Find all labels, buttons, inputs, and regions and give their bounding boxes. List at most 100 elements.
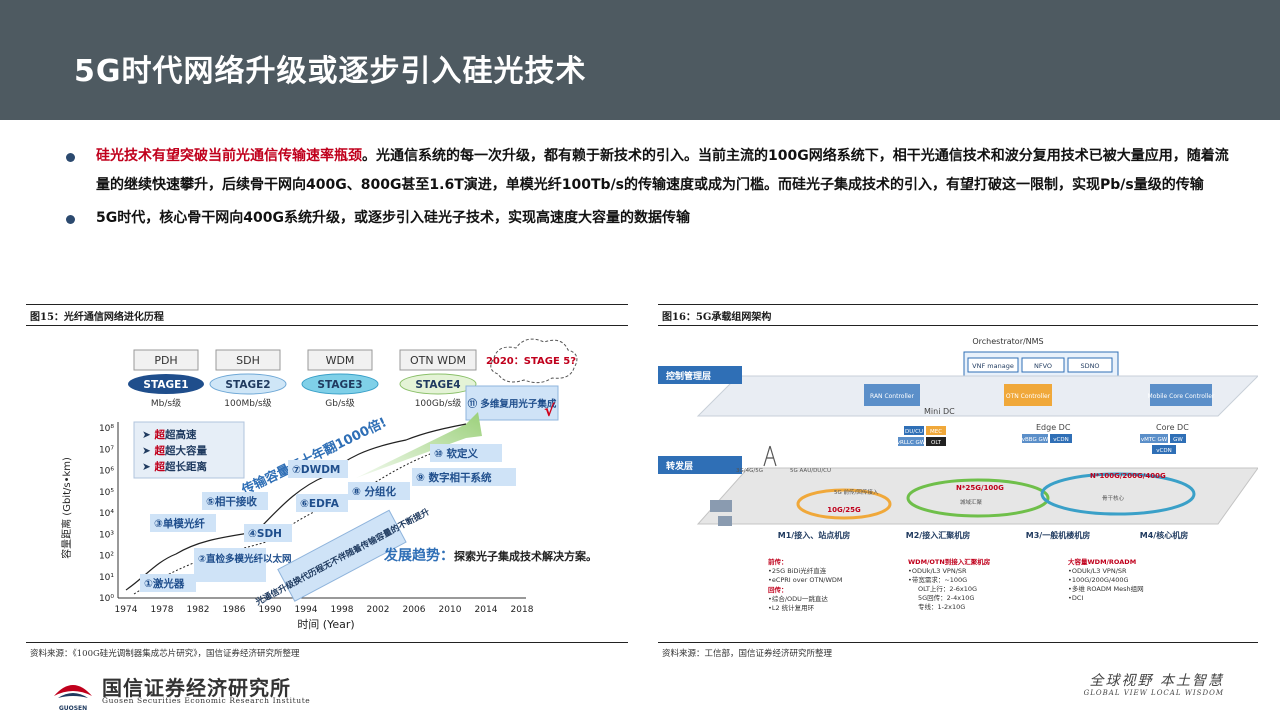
trend-title: 发展趋势： <box>383 547 454 564</box>
bullet-text: 5G时代，核心骨干网向400G系统升级，或逐步引入硅光子技术，实现高速度大容量的… <box>96 210 690 226</box>
device-icon <box>718 516 732 526</box>
stage-ellipse <box>399 373 477 395</box>
slogan-en: GLOBAL VIEW LOCAL WISDOM <box>1083 689 1224 697</box>
caption-rule <box>26 304 628 305</box>
node-label: M4/核心机房 <box>1140 530 1188 540</box>
note-line: •ODUk/L3 VPN/SR <box>908 567 967 575</box>
figure-caption: 图16：5G承载组网架构 <box>662 312 772 323</box>
evolution-diagram: PDH SDH WDM OTN WDM STAGE1 STAGE2 STAGE3… <box>60 338 597 631</box>
controller-label: Mobile Core Controller <box>1148 393 1215 400</box>
system-label: SDH <box>236 354 260 367</box>
x-tick-label: 1986 <box>223 605 246 615</box>
note-line: 专线：1-2x10G <box>918 602 965 611</box>
y-tick-label: 10² <box>99 552 114 562</box>
figure-source: 资料来源：工信部，国信证券经济研究所整理 <box>662 649 833 659</box>
milestone-box <box>202 492 268 510</box>
small-label: 骨干核心 <box>1102 494 1125 502</box>
y-tick-label: 10¹ <box>99 573 114 583</box>
rate-label: Gb/s级 <box>325 397 354 409</box>
y-tick-label: 10³ <box>99 530 114 540</box>
figure-5g-bearer-network: 图16：5G承载组网架构 Orchestrator/NMS VNF manage… <box>658 304 1258 660</box>
node-label: M3/一般机楼机房 <box>1026 530 1090 540</box>
stage-label: STAGE2 <box>225 379 270 391</box>
legend-item: ➤ 超超高速 <box>142 428 197 441</box>
company-name: 国信证券经济研究所 <box>102 676 291 700</box>
y-tick-label: 10⁶ <box>99 467 114 477</box>
bullet-item: 硅光技术有望突破当前光通信传输速率瓶颈。光通信系统的每一次升级，都有赖于新技术的… <box>66 142 1231 200</box>
milestone-label: ④SDH <box>248 528 282 540</box>
core-ring <box>1040 472 1196 516</box>
system-box <box>215 349 281 371</box>
x-tick-label: 2006 <box>403 605 426 615</box>
milestone-box <box>296 494 348 512</box>
milestone-box <box>348 482 410 500</box>
rate-label: 100Gb/s级 <box>415 397 462 409</box>
y-tick-label: 10⁸ <box>99 424 114 434</box>
network-diagram: Orchestrator/NMS VNF manage NFVO SDNO 控制… <box>658 337 1258 612</box>
system-label: PDH <box>154 354 177 367</box>
rate-label: Mb/s级 <box>151 397 181 409</box>
controller-label: OTN Controller <box>1006 393 1051 400</box>
system-box <box>307 349 373 371</box>
system-label: OTN WDM <box>410 354 466 367</box>
note-line: •多维 ROADM Mesh组网 <box>1068 584 1144 593</box>
x-tick-label: 2014 <box>475 605 498 615</box>
dc-func <box>1152 445 1176 454</box>
bullet-dot-icon <box>66 215 75 224</box>
guosen-logo-icon: GUOSEN <box>54 685 92 712</box>
company-name-en: Guosen Securities Economic Research Inst… <box>102 696 311 705</box>
small-label: 5G 前传/回传接入 <box>834 488 879 496</box>
stage-label: STAGE4 <box>415 379 460 391</box>
y-tick-label: 10⁵ <box>99 488 114 498</box>
dc-func-label: vMTC GW <box>1141 437 1168 443</box>
note-title: 前传： <box>768 557 788 566</box>
dc-label: Core DC <box>1156 423 1189 432</box>
system-box <box>399 349 477 371</box>
dc-func-label: vCDN <box>1156 448 1171 454</box>
figure-caption: 图15：光纤通信网络进化历程 <box>30 312 164 323</box>
page-title: 5G时代网络升级或逐步引入硅光技术 <box>74 54 587 89</box>
bullet-highlight: 硅光技术有望突破当前光通信传输速率瓶颈 <box>96 148 362 164</box>
y-tick-label: 10⁴ <box>99 509 114 519</box>
dc-func-label: vRLLC GW <box>897 440 926 446</box>
control-box-label: SDNO <box>1080 362 1099 370</box>
dc-func-label: GW <box>1173 437 1183 443</box>
caption-rule <box>658 304 1258 305</box>
milestone-label: ①激光器 <box>144 577 185 590</box>
milestone-label: ⑨ 数字相干系统 <box>416 471 492 484</box>
milestone-box <box>140 574 196 592</box>
y-tick-label: 10⁷ <box>99 445 114 455</box>
controller-box <box>1004 384 1052 406</box>
stage-label: STAGE3 <box>317 379 362 391</box>
source-rule <box>26 642 628 643</box>
milestone-box <box>430 444 502 462</box>
note-line: •ODUk/L3 VPN/SR <box>1068 567 1127 575</box>
note-line: •100G/200G/400G <box>1068 576 1129 584</box>
dc-label: Edge DC <box>1036 423 1071 432</box>
dc-func <box>1140 434 1168 443</box>
figure-source: 资料来源：《100G硅光调制器集成芯片研究》，国信证券经济研究所整理 <box>30 649 300 659</box>
stage5-box <box>465 385 559 421</box>
cloud-shape <box>490 338 578 384</box>
title-bar: 5G时代网络升级或逐步引入硅光技术 <box>0 0 1280 120</box>
bullet-list: 硅光技术有望突破当前光通信传输速率瓶颈。光通信系统的每一次升级，都有赖于新技术的… <box>66 142 1231 233</box>
dc-func <box>1022 434 1048 443</box>
note-line: •DCI <box>1068 594 1083 602</box>
stage-ellipse <box>301 373 379 395</box>
dc-func-label: MEC <box>930 429 942 435</box>
x-tick-label: 1998 <box>331 605 354 615</box>
milestone-box <box>194 548 266 582</box>
bullet-item: 5G时代，核心骨干网向400G系统升级，或逐步引入硅光子技术，实现高速度大容量的… <box>66 204 1231 233</box>
dc-func <box>926 437 946 446</box>
dc-func-label: OLT <box>931 440 942 446</box>
figure-fiber-evolution: 图15：光纤通信网络进化历程 PDH SDH WDM OTN WDM STAGE… <box>26 304 628 660</box>
milestone-box <box>412 468 516 486</box>
note-line: •eCPRI over OTN/WDM <box>768 576 843 584</box>
device-icon <box>710 500 732 512</box>
milestone-label: ⑩ 软定义 <box>434 447 479 460</box>
access-ring <box>796 488 892 520</box>
y-axis-label: 容量距离 (Gbit/s•km) <box>60 457 73 559</box>
controller-box <box>1150 384 1212 406</box>
small-label: 城域汇聚 <box>960 498 983 506</box>
milestone-label: ③单模光纤 <box>154 517 205 530</box>
